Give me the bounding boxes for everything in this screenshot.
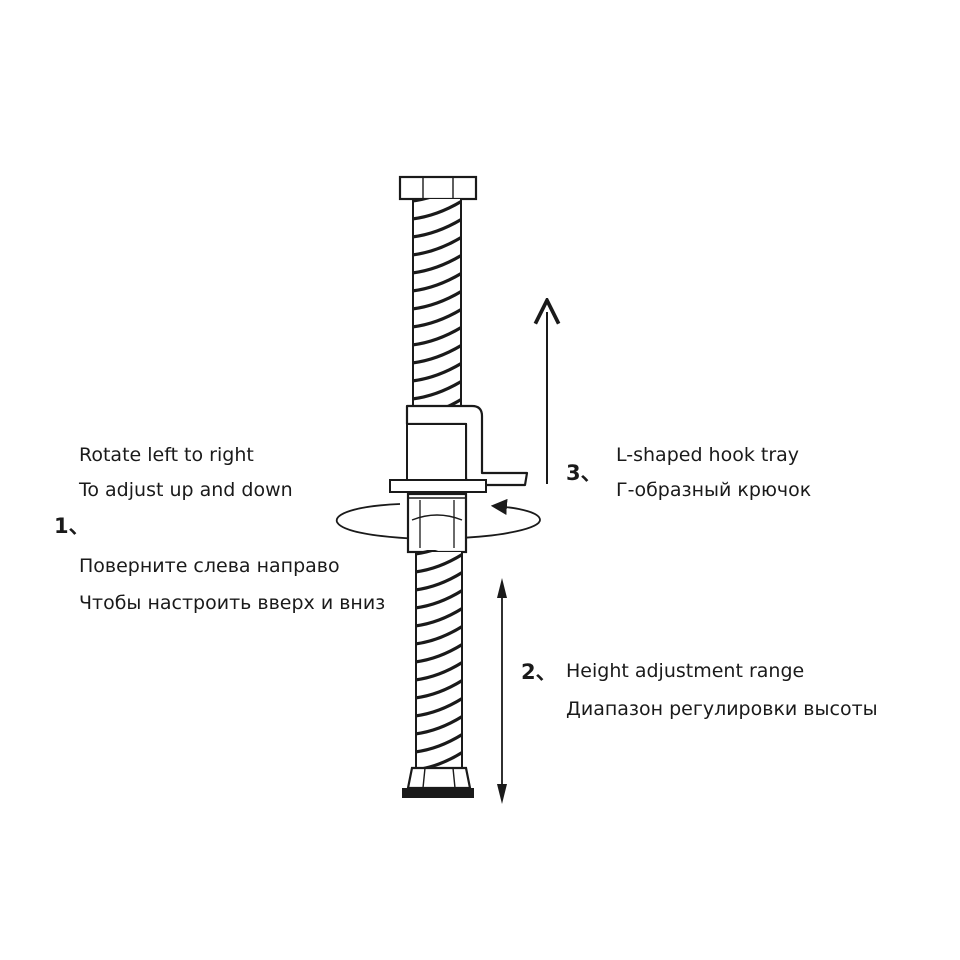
thread-stroke xyxy=(412,198,434,203)
thread-stroke xyxy=(412,217,462,239)
thread-stroke xyxy=(415,732,463,754)
thread-stroke xyxy=(412,199,462,221)
thread-stroke xyxy=(412,379,462,401)
thread-stroke xyxy=(412,235,462,257)
bottom-nut xyxy=(402,766,474,798)
thread-stroke xyxy=(415,588,463,610)
callout-number-2: 2、 xyxy=(521,660,557,684)
lower-threaded-shaft xyxy=(415,550,463,768)
height-label-en: Height adjustment range xyxy=(566,660,805,682)
adjusting-nut xyxy=(406,492,468,554)
thread-stroke xyxy=(412,307,462,329)
washer-plate xyxy=(389,479,487,493)
rotate-label-ru-1: Поверните слева направо xyxy=(79,555,340,577)
hook-label-en: L-shaped hook tray xyxy=(616,444,800,466)
height-label-ru: Диапазон регулировки высоты xyxy=(566,698,878,720)
thread-stroke xyxy=(415,714,463,736)
thread-stroke xyxy=(415,624,463,646)
thread-stroke xyxy=(412,361,462,383)
thread-stroke xyxy=(415,606,463,628)
thread-stroke xyxy=(415,642,463,664)
rotate-label-ru-2: Чтобы настроить вверх и вниз xyxy=(79,592,386,614)
thread-stroke xyxy=(412,325,462,347)
l-shaped-hook-tray xyxy=(405,404,529,487)
rotation-arrow xyxy=(335,498,541,540)
thread-stroke xyxy=(412,289,462,311)
thread-stroke xyxy=(415,696,463,718)
thread-stroke xyxy=(417,750,463,768)
thread-stroke xyxy=(412,271,462,293)
height-range-arrow xyxy=(497,578,507,804)
rotate-label-en-2: To adjust up and down xyxy=(79,479,293,501)
thread-stroke xyxy=(440,397,462,408)
rotate-label-en-1: Rotate left to right xyxy=(79,444,254,466)
callout-number-1: 1、 xyxy=(54,514,90,538)
thread-stroke xyxy=(412,343,462,365)
thread-stroke xyxy=(415,678,463,700)
thread-stroke xyxy=(415,570,463,592)
callout-number-3: 3、 xyxy=(566,461,602,485)
hook-label-ru: Г-образный крючок xyxy=(616,479,812,501)
thread-stroke xyxy=(415,552,463,574)
thread-stroke xyxy=(412,253,462,275)
upper-threaded-shaft xyxy=(412,198,462,409)
thread-stroke xyxy=(415,550,439,556)
thread-stroke xyxy=(415,660,463,682)
bolt-head xyxy=(398,175,478,201)
